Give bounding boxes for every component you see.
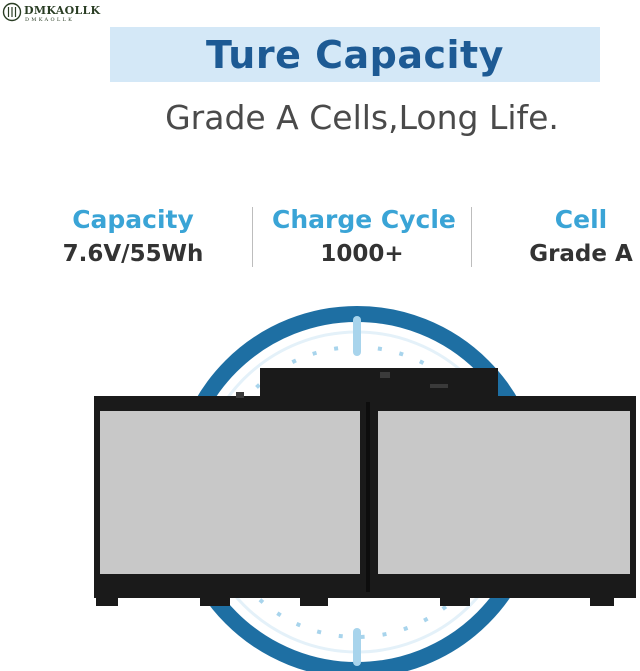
spec-divider xyxy=(252,207,253,267)
battery-body xyxy=(94,368,636,606)
brand-emblem-icon xyxy=(2,2,22,22)
spec-value: 7.6V/55Wh xyxy=(62,241,204,267)
title-banner: Ture Capacity xyxy=(110,27,600,82)
spec-label: Charge Cycle xyxy=(272,205,456,234)
spec-label: Capacity xyxy=(72,205,194,234)
subtitle: Grade A Cells,Long Life. xyxy=(165,98,559,137)
spec-label: Cell xyxy=(554,205,608,234)
banner-title: Ture Capacity xyxy=(206,32,504,77)
brand-name: DMKAOLLK xyxy=(24,4,101,17)
spec-divider xyxy=(471,207,472,267)
brand-logo: DMKAOLLK DMKAOLLK xyxy=(2,2,122,26)
brand-name-small: DMKAOLLK xyxy=(25,17,75,23)
spec-charge-cycle: Charge Cycle 1000+ xyxy=(272,204,456,272)
spec-value: Grade A xyxy=(529,241,633,267)
spec-capacity: Capacity 7.6V/55Wh xyxy=(58,204,208,272)
battery-product-image xyxy=(94,306,636,671)
spec-value: 1000+ xyxy=(320,241,404,267)
spec-cell: Cell Grade A xyxy=(526,204,636,272)
